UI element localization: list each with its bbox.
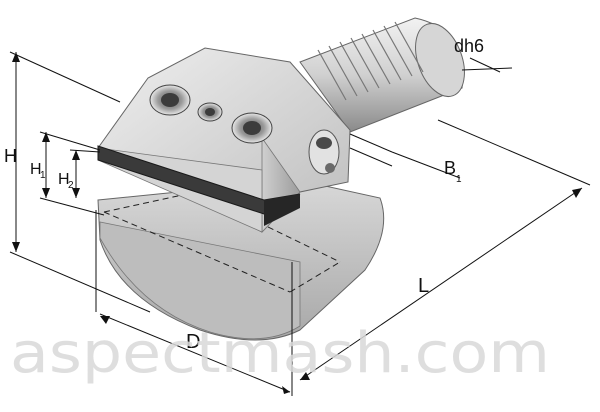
hidden-edges <box>103 191 341 293</box>
clamp-screws <box>149 84 273 144</box>
watermark: aspectmash.com <box>10 321 550 386</box>
label-H2-sub: 2 <box>68 180 74 191</box>
label-L: L <box>418 275 429 297</box>
dimension-lines <box>9 51 591 396</box>
label-H1: H <box>30 161 42 178</box>
coolant-fitting-icon <box>308 129 340 175</box>
shank <box>299 17 465 133</box>
label-D: D <box>186 331 200 353</box>
label-H: H <box>4 146 17 166</box>
holder-lower-body <box>97 179 385 341</box>
dimension-arrowheads <box>12 52 582 394</box>
label-B1: B <box>444 158 456 178</box>
label-H2: H <box>58 171 70 188</box>
shank-serrations <box>317 21 424 101</box>
label-H1-sub: 1 <box>40 170 46 181</box>
label-dh6: dh6 <box>454 36 484 56</box>
label-B1-sub: 1 <box>456 174 462 185</box>
dimension-labels: dh6 H H 1 H 2 B 1 L D <box>4 36 484 353</box>
cutting-insert <box>97 145 301 226</box>
